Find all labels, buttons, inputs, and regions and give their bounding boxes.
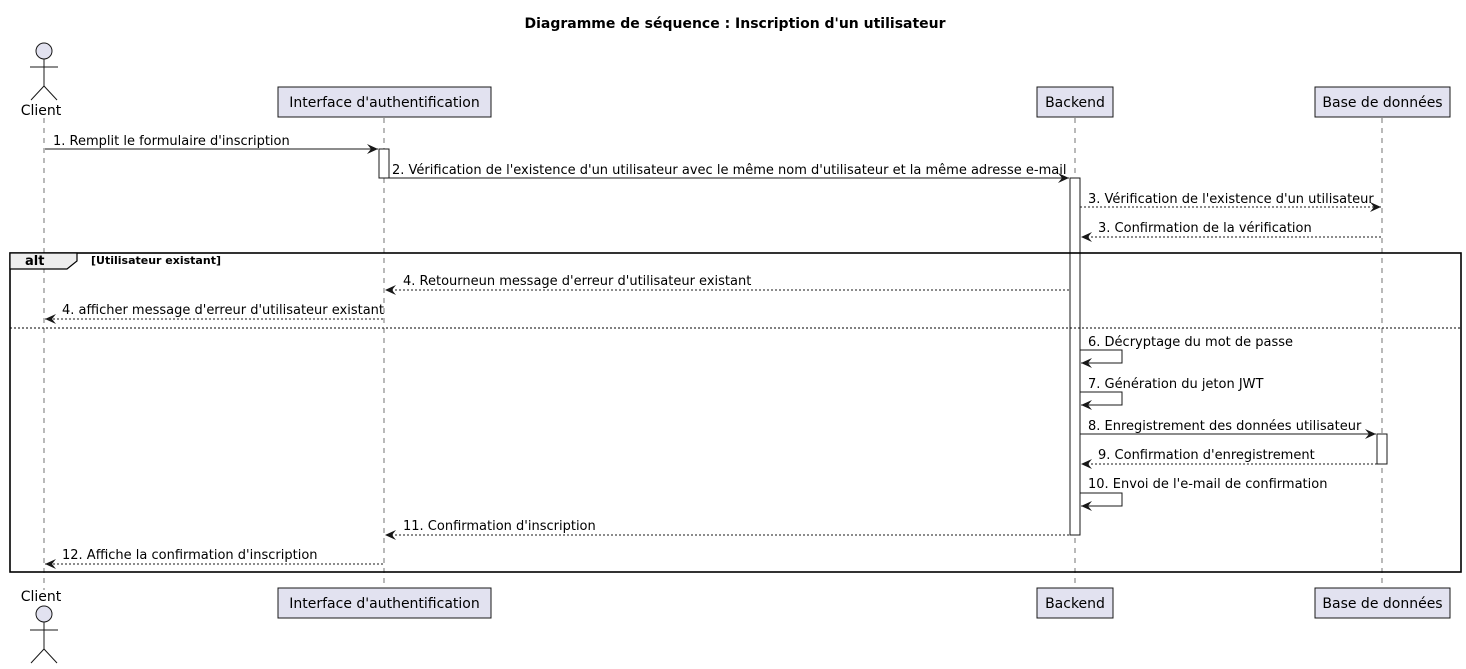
message-6: 6. Décryptage du mot de passe <box>1080 335 1293 368</box>
message-3: 3. Vérification de l'existence d'un util… <box>1080 192 1381 212</box>
participant-db-top: Base de données <box>1314 86 1451 118</box>
actor-client-top: Client <box>21 42 62 119</box>
message-10: 10. Envoi de l'e-mail de confirmation <box>1080 477 1327 511</box>
message-4b: 4. afficher message d'erreur d'utilisate… <box>45 303 384 324</box>
message-12: 12. Affiche la confirmation d'inscriptio… <box>45 548 383 569</box>
message-label: 10. Envoi de l'e-mail de confirmation <box>1088 477 1327 492</box>
participant-db-bottom: Base de données <box>1314 587 1451 619</box>
message-label: 3. Vérification de l'existence d'un util… <box>1088 192 1374 207</box>
message-label: 8. Enregistrement des données utilisateu… <box>1088 419 1362 434</box>
message-1: 1. Remplit le formulaire d'inscription <box>45 134 378 154</box>
activation-auth <box>378 148 390 179</box>
message-2: 2. Vérification de l'existence d'un util… <box>389 163 1069 183</box>
participant-label-backend: Backend <box>1045 95 1105 111</box>
message-3b: 3. Confirmation de la vérification <box>1081 221 1381 242</box>
message-8: 8. Enregistrement des données utilisateu… <box>1080 419 1376 439</box>
message-label: 2. Vérification de l'existence d'un util… <box>392 163 1066 178</box>
diagram-title: Diagramme de séquence : Inscription d'un… <box>524 16 945 32</box>
participant-auth-bottom: Interface d'authentification <box>277 587 492 619</box>
message-label: 3. Confirmation de la vérification <box>1098 221 1312 236</box>
message-9: 9. Confirmation d'enregistrement <box>1081 448 1377 469</box>
participant-backend-top: Backend <box>1036 86 1114 118</box>
message-7: 7. Génération du jeton JWT <box>1080 377 1264 410</box>
message-label: 6. Décryptage du mot de passe <box>1088 335 1293 350</box>
activation-backend <box>1069 177 1081 536</box>
message-label: 9. Confirmation d'enregistrement <box>1098 448 1315 463</box>
message-label: 11. Confirmation d'inscription <box>403 519 596 534</box>
participant-label-client: Client <box>21 103 62 119</box>
message-11: 11. Confirmation d'inscription <box>385 519 1069 540</box>
message-4: 4. Retourneun message d'erreur d'utilisa… <box>385 274 1069 295</box>
participant-label-db: Base de données <box>1322 95 1442 111</box>
actor-icon <box>30 42 58 101</box>
alt-keyword: alt <box>25 254 44 269</box>
message-label: 12. Affiche la confirmation d'inscriptio… <box>62 548 318 563</box>
message-label: 4. Retourneun message d'erreur d'utilisa… <box>403 274 751 289</box>
message-label: 1. Remplit le formulaire d'inscription <box>53 134 290 149</box>
participant-backend-bottom: Backend <box>1036 587 1114 619</box>
participant-label-backend-bottom: Backend <box>1045 596 1105 612</box>
alt-guard: [Utilisateur existant] <box>91 254 221 267</box>
alt-fragment: alt [Utilisateur existant] <box>9 252 1462 573</box>
participant-label-auth: Interface d'authentification <box>289 95 479 111</box>
activation-db <box>1376 433 1388 465</box>
actor-client-bottom: Client <box>21 589 62 664</box>
message-label: 4. afficher message d'erreur d'utilisate… <box>62 303 384 318</box>
participant-auth-top: Interface d'authentification <box>277 86 492 118</box>
participant-label-auth-bottom: Interface d'authentification <box>289 596 479 612</box>
participant-label-db-bottom: Base de données <box>1322 596 1442 612</box>
message-label: 7. Génération du jeton JWT <box>1088 377 1264 392</box>
participant-label-client-bottom: Client <box>21 589 62 605</box>
actor-icon <box>30 605 58 664</box>
